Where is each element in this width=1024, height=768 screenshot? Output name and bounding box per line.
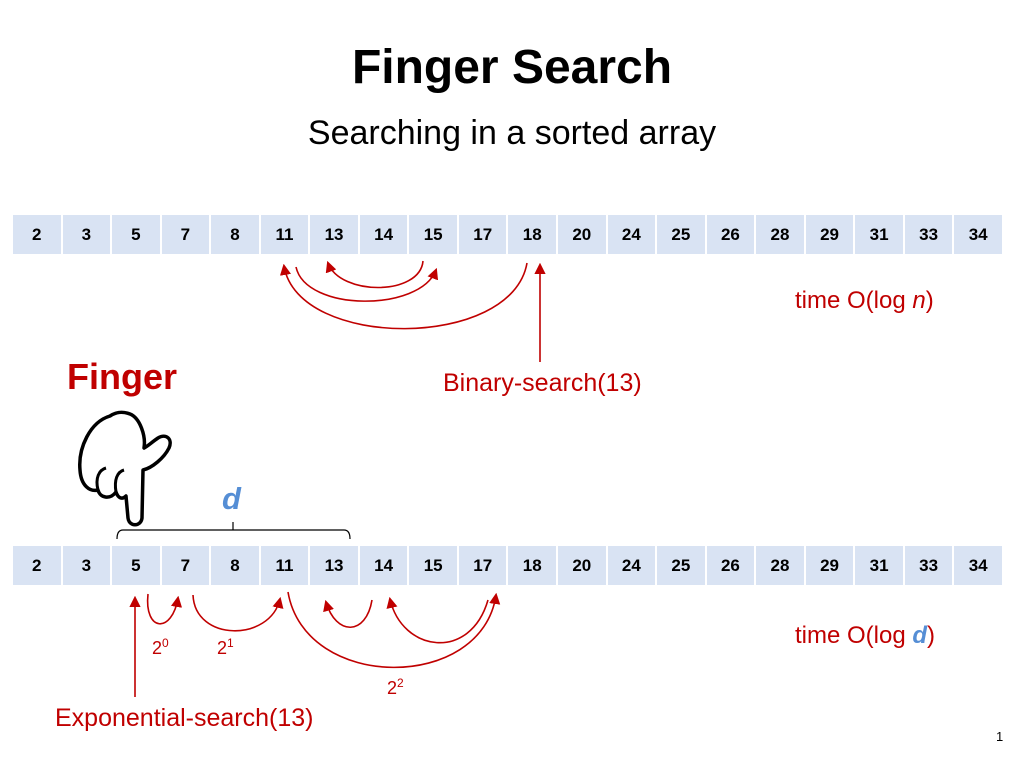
array-top-cell: 7 bbox=[160, 214, 211, 255]
time-suffix: ) bbox=[925, 287, 934, 314]
step-base: 2 bbox=[387, 678, 398, 698]
array-top-cell: 31 bbox=[854, 214, 904, 255]
array-bottom-cell: 11 bbox=[259, 545, 310, 586]
array-top-cell: 25 bbox=[656, 214, 706, 255]
finger-label: Finger bbox=[67, 356, 178, 397]
binary-search-arcs bbox=[279, 260, 546, 362]
array-bottom-cell: 7 bbox=[160, 545, 211, 586]
time-variable-n: n bbox=[912, 287, 926, 314]
array-bottom-cell: 8 bbox=[210, 545, 260, 586]
page-number: 1 bbox=[996, 729, 1004, 744]
exponential-search-label: Exponential-search(13) bbox=[55, 704, 314, 732]
exponential-search-time-complexity: time O(log d) bbox=[795, 621, 935, 651]
array-bottom-cell: 5 bbox=[111, 545, 161, 586]
array-bottom-cell: 29 bbox=[804, 545, 855, 586]
array-top-cell: 20 bbox=[557, 214, 607, 255]
array-top-cell: 33 bbox=[903, 214, 954, 255]
time-prefix: time O(log bbox=[795, 287, 913, 314]
step-exponent: 1 bbox=[227, 636, 234, 650]
array-bottom-cell: 18 bbox=[507, 545, 558, 586]
step-label-0: 20 bbox=[152, 637, 169, 659]
exp-arc-11-to-17 bbox=[287, 591, 501, 669]
time-prefix: time O(log bbox=[795, 622, 913, 649]
binary-search-time-complexity: time O(log n) bbox=[795, 286, 934, 316]
array-top-cell: 11 bbox=[259, 214, 310, 255]
array-bottom-cell: 3 bbox=[61, 545, 112, 586]
time-variable-d: d bbox=[912, 622, 928, 649]
array-top-cell: 17 bbox=[457, 214, 508, 255]
slide-title: Finger Search bbox=[351, 41, 673, 94]
time-suffix: ) bbox=[927, 622, 936, 649]
binary-search-arc-11-to-15 bbox=[295, 266, 439, 302]
step-label-1: 21 bbox=[217, 637, 234, 659]
array-bottom-cell: 14 bbox=[358, 545, 409, 586]
exp-arc-14-to-13 bbox=[323, 599, 373, 628]
exp-arc-5-to-7 bbox=[146, 593, 183, 625]
slide-subtitle: Searching in a sorted array bbox=[307, 114, 717, 152]
array-bottom-cell: 24 bbox=[606, 545, 657, 586]
array-bottom-cell: 20 bbox=[557, 545, 607, 586]
array-top-cell: 24 bbox=[606, 214, 657, 255]
distance-brace bbox=[116, 522, 351, 540]
step-base: 2 bbox=[152, 638, 163, 658]
exp-arc-7-to-11 bbox=[192, 594, 284, 632]
array-top-cell: 29 bbox=[804, 214, 855, 255]
pointing-hand-icon bbox=[78, 410, 172, 527]
array-bottom-cell: 25 bbox=[656, 545, 706, 586]
array-top-cell: 15 bbox=[408, 214, 458, 255]
array-top-cell: 8 bbox=[210, 214, 260, 255]
distance-label: d bbox=[222, 481, 241, 516]
binary-search-label: Binary-search(13) bbox=[443, 369, 642, 397]
array-bottom-cell: 33 bbox=[903, 545, 954, 586]
binary-search-arc-15-to-13 bbox=[325, 260, 424, 289]
array-top-cell: 18 bbox=[507, 214, 558, 255]
array-bottom-cell: 17 bbox=[457, 545, 508, 586]
array-bottom-cell: 13 bbox=[309, 545, 359, 586]
array-top-cell: 26 bbox=[705, 214, 756, 255]
exp-arc-17-to-14 bbox=[386, 596, 489, 644]
step-exponent: 2 bbox=[397, 676, 404, 690]
array-top-cell: 3 bbox=[61, 214, 112, 255]
array-top-cell: 5 bbox=[111, 214, 161, 255]
array-bottom-cell: 34 bbox=[953, 545, 1003, 586]
array-top-cell: 13 bbox=[309, 214, 359, 255]
binary-search-arc-18-to-11 bbox=[279, 262, 528, 330]
array-top-cell: 2 bbox=[12, 214, 62, 255]
array-bottom-cell: 31 bbox=[854, 545, 904, 586]
step-label-2: 22 bbox=[387, 677, 404, 699]
array-bottom-cell: 2 bbox=[12, 545, 62, 586]
exponential-search-arcs bbox=[129, 591, 501, 697]
array-bottom-cell: 28 bbox=[755, 545, 805, 586]
array-bottom-cell: 26 bbox=[705, 545, 756, 586]
array-top-cell: 28 bbox=[755, 214, 805, 255]
array-top-cell: 34 bbox=[953, 214, 1003, 255]
step-exponent: 0 bbox=[162, 636, 169, 650]
brace-line bbox=[116, 529, 351, 540]
step-base: 2 bbox=[217, 638, 228, 658]
array-bottom-cell: 15 bbox=[408, 545, 458, 586]
array-top-cell: 14 bbox=[358, 214, 409, 255]
